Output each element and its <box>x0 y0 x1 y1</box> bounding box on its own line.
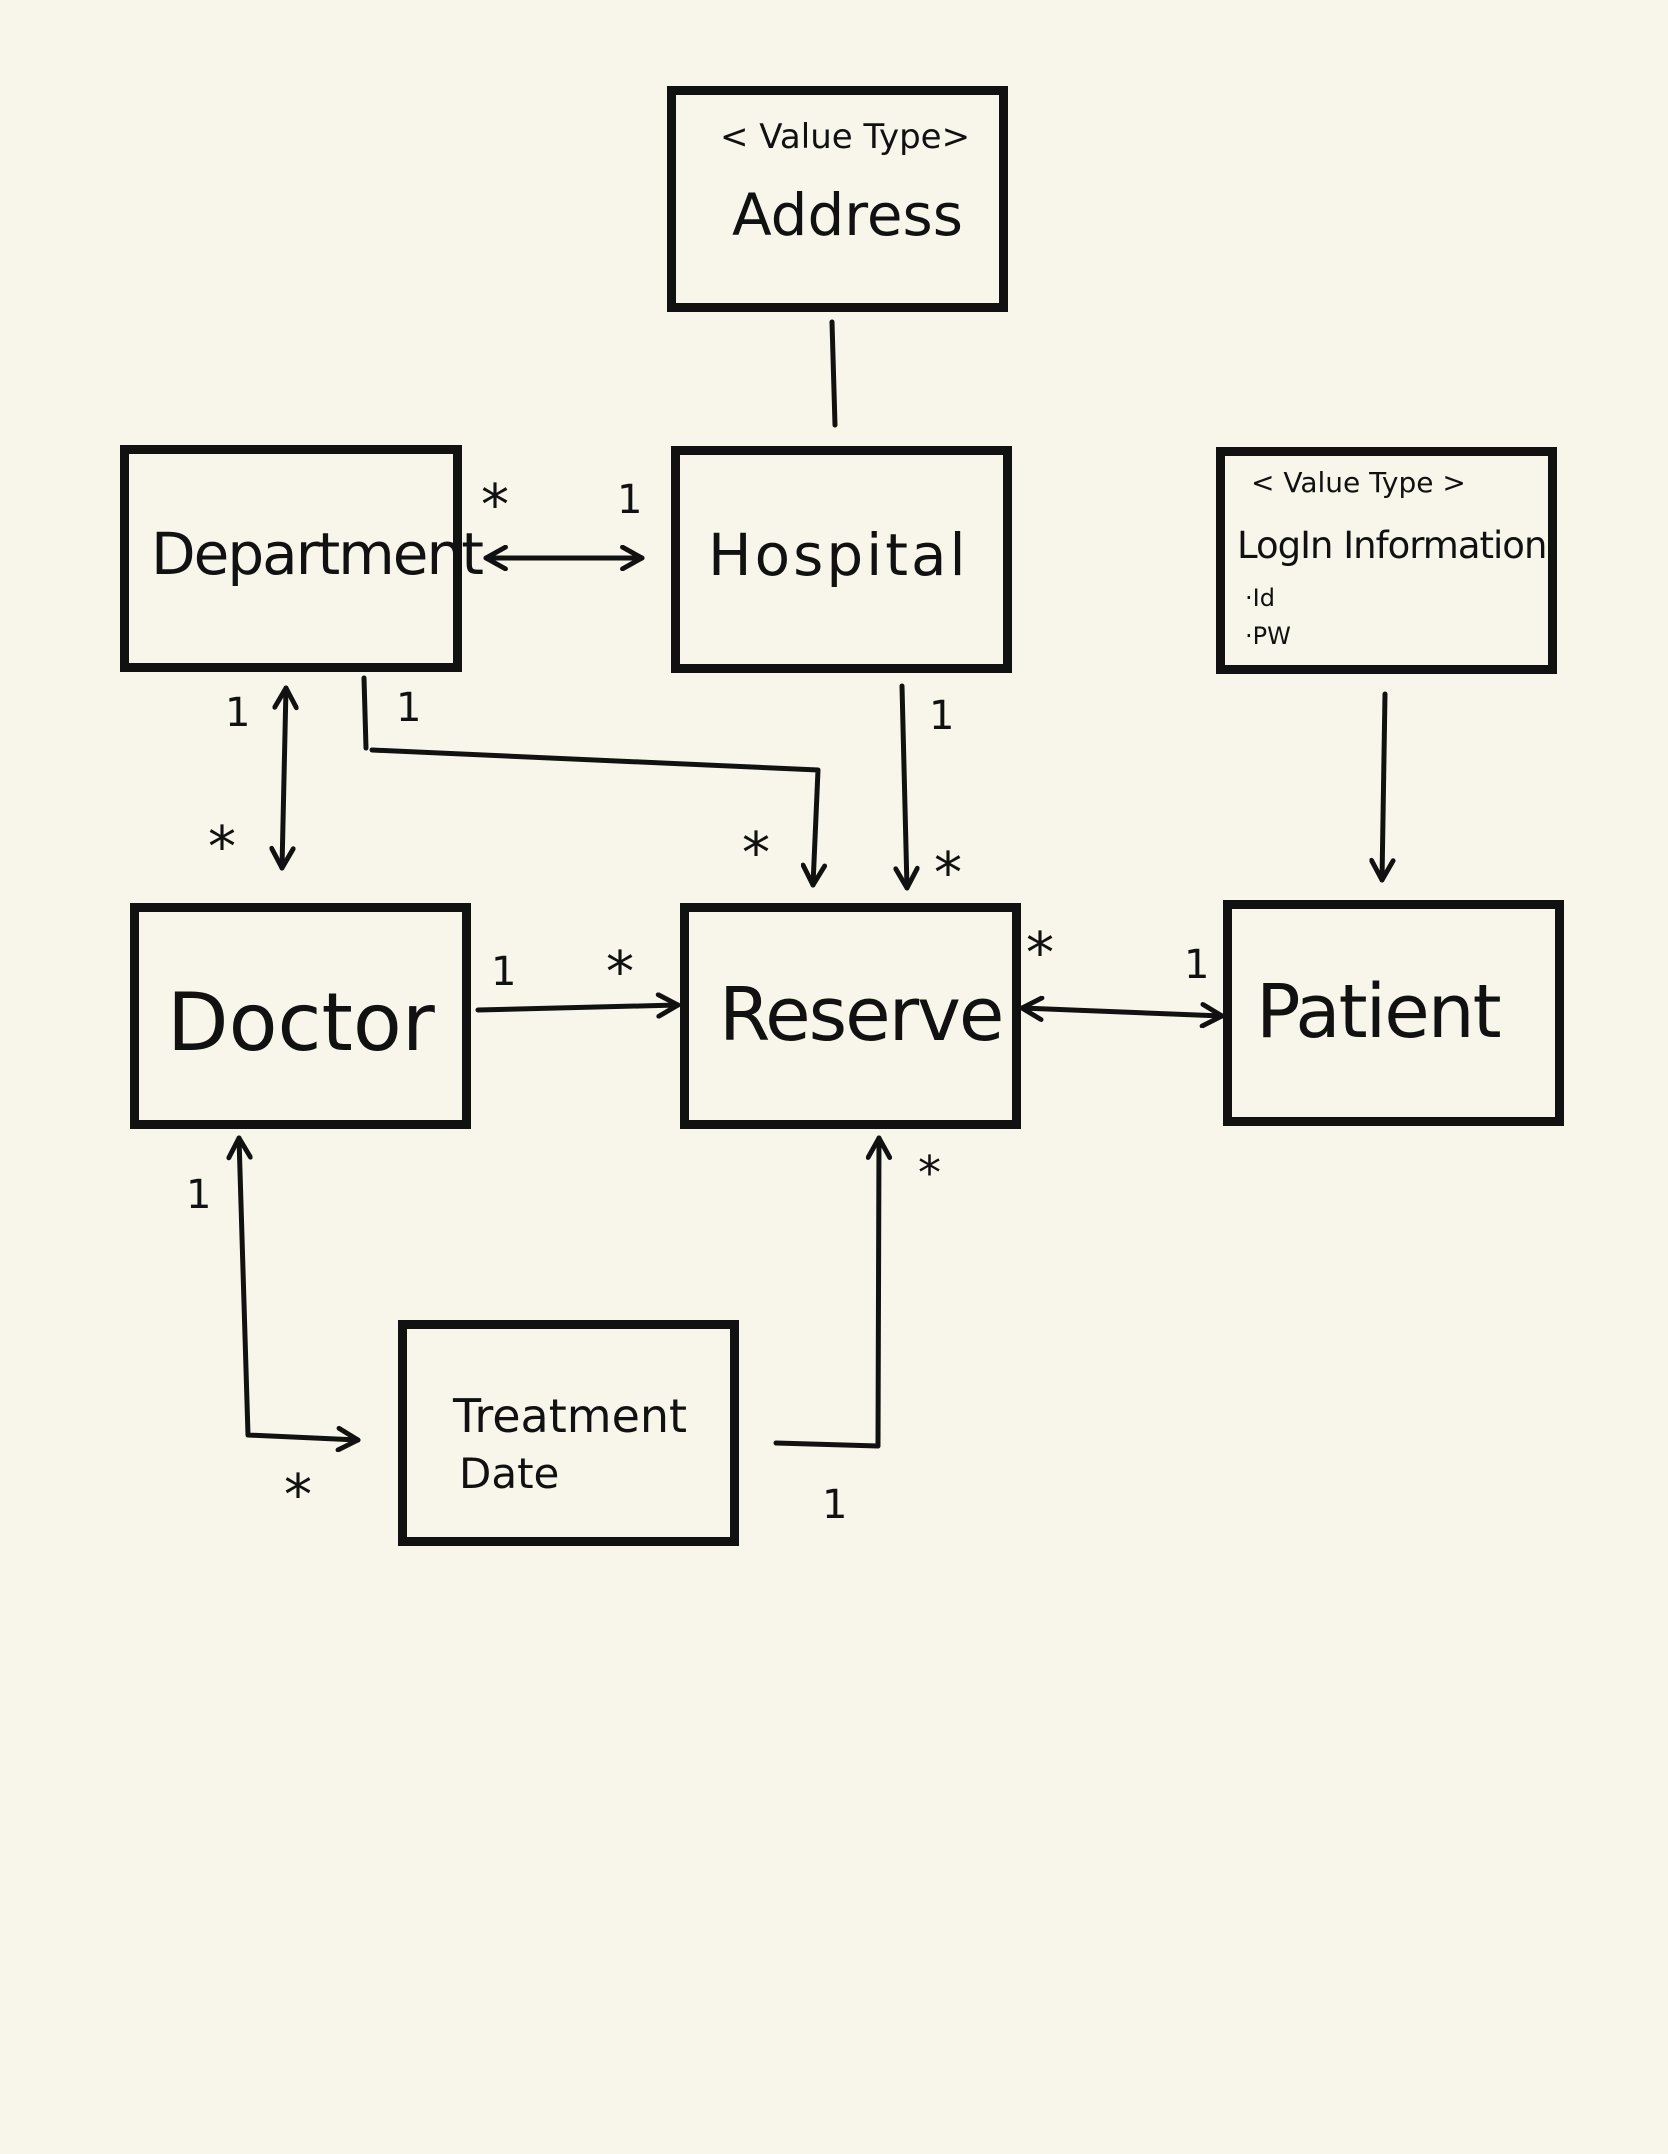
connector-login-patient <box>1382 691 1385 883</box>
multiplicity-dept-doctor-doctor: * <box>208 815 236 880</box>
connector-doctor-treatment <box>239 1135 361 1440</box>
connector-reserve-patient <box>1019 1008 1225 1016</box>
class-box-address: < Value Type> Address <box>667 86 1008 312</box>
class-box-hospital: Hospital <box>671 446 1012 673</box>
login-attribute-id: ·Id <box>1245 584 1275 612</box>
address-stereotype: < Value Type> <box>720 117 971 157</box>
connector-department-reserve-tick <box>361 675 369 751</box>
patient-name: Patient <box>1256 969 1502 1055</box>
class-box-treatment-date: Treatment Date <box>398 1320 739 1546</box>
class-box-login-information: < Value Type > LogIn Information ·Id ·PW <box>1216 447 1557 674</box>
treatment-name-line2: Date <box>459 1449 560 1498</box>
multiplicity-treatment-reserve-treatment: 1 <box>822 1482 848 1528</box>
multiplicity-dept-hosp-department: * <box>481 473 509 538</box>
connector-doctor-reserve <box>475 1005 681 1010</box>
multiplicity-dept-reserve-department: 1 <box>396 685 422 731</box>
reserve-name: Reserve <box>719 972 1004 1058</box>
connector-address-hospital <box>829 319 838 428</box>
class-box-reserve: Reserve <box>680 903 1021 1129</box>
class-box-department: Department <box>120 445 484 672</box>
multiplicity-doctor-treatment-treatment: * <box>284 1463 312 1528</box>
class-box-patient: Patient <box>1223 900 1564 1126</box>
multiplicity-dept-doctor-department: 1 <box>225 690 251 736</box>
connector-department-doctor <box>282 685 286 871</box>
login-name: LogIn Information <box>1237 524 1547 567</box>
treatment-name-line1: Treatment <box>453 1389 688 1443</box>
login-attribute-pw: ·PW <box>1245 622 1291 650</box>
multiplicity-doctor-reserve-reserve: * <box>606 940 634 1005</box>
multiplicity-treatment-reserve-reserve: * <box>918 1146 941 1200</box>
class-box-doctor: Doctor <box>130 903 471 1129</box>
connector-treatment-reserve <box>773 1135 879 1449</box>
login-stereotype: < Value Type > <box>1251 466 1466 499</box>
connector-department-reserve <box>369 747 818 888</box>
multiplicity-hosp-reserve-reserve: * <box>934 841 962 906</box>
doctor-name: Doctor <box>167 976 435 1069</box>
multiplicity-reserve-patient-patient: 1 <box>1184 942 1210 988</box>
multiplicity-reserve-patient-reserve: * <box>1026 921 1054 986</box>
department-name: Department <box>151 520 484 588</box>
multiplicity-doctor-treatment-doctor: 1 <box>186 1172 212 1218</box>
multiplicity-hosp-reserve-hospital: 1 <box>929 693 955 739</box>
address-name: Address <box>732 181 963 249</box>
hospital-name: Hospital <box>708 521 969 589</box>
multiplicity-dept-reserve-reserve: * <box>742 821 770 886</box>
multiplicity-dept-hosp-hospital: 1 <box>617 477 643 523</box>
multiplicity-doctor-reserve-doctor: 1 <box>491 949 517 995</box>
connector-hospital-reserve <box>902 683 907 891</box>
